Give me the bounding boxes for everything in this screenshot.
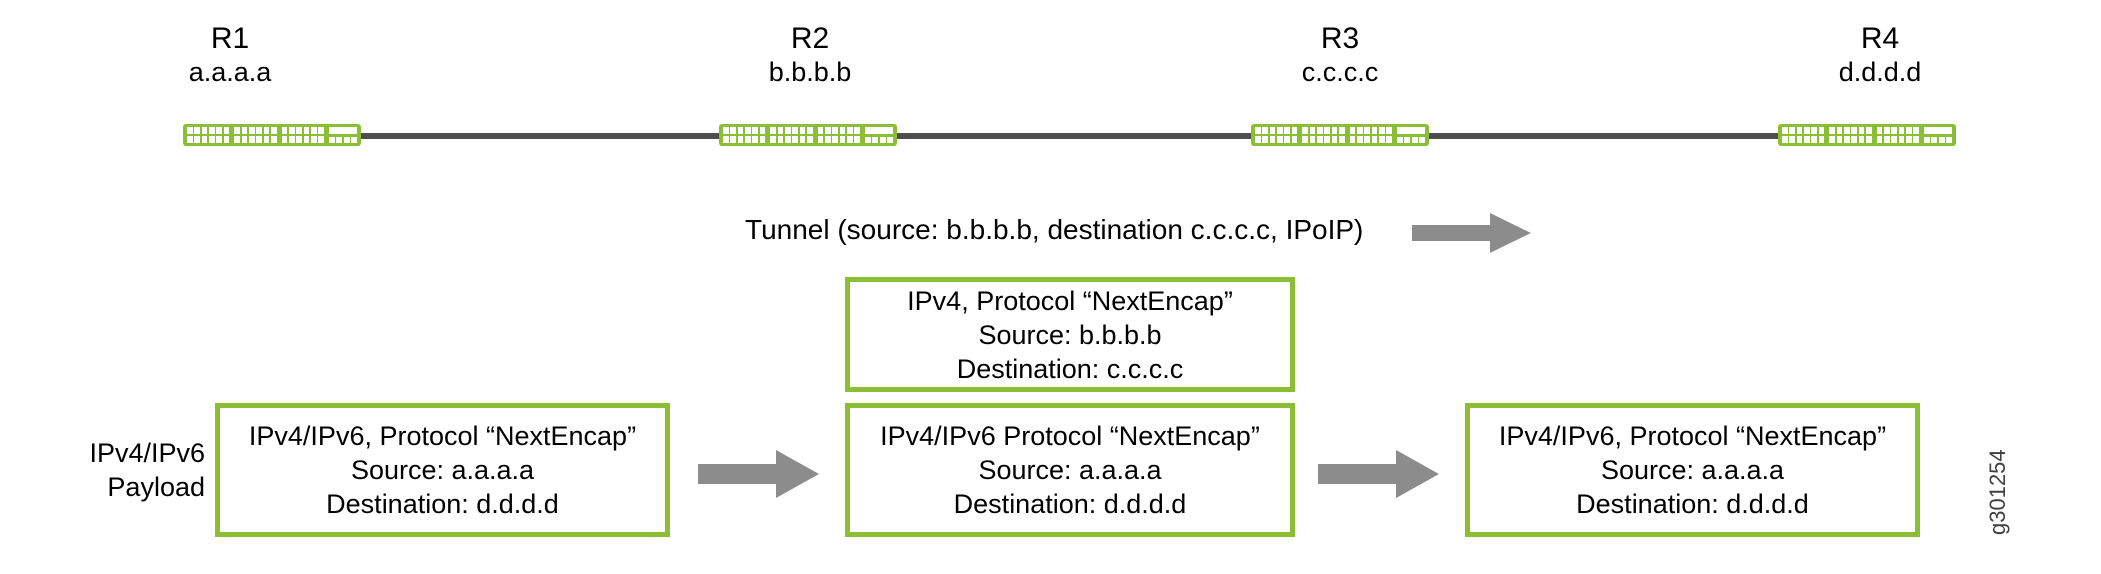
router-port-bank xyxy=(1349,127,1392,143)
router-port-bank xyxy=(817,127,860,143)
node-r1-address: a.a.a.a xyxy=(188,57,272,87)
packet-right-source: Source: a.a.a.a xyxy=(1600,455,1785,485)
router-status-panel xyxy=(1923,127,1952,143)
router-port-bank xyxy=(1302,127,1345,143)
packet-middle-source: Source: a.a.a.a xyxy=(978,455,1162,485)
packet-box-outer-header: IPv4, Protocol “NextEncap” Source: b.b.b… xyxy=(845,277,1295,392)
packet-right-protocol: IPv4/IPv6, Protocol “NextEncap” xyxy=(1498,421,1887,451)
router-status-panel xyxy=(864,127,893,143)
router-port-bank xyxy=(187,127,230,143)
router-port-bank xyxy=(1782,127,1825,143)
node-r1: R1 a.a.a.a xyxy=(140,22,320,88)
router-icon-r3[interactable] xyxy=(1251,124,1429,146)
router-status-panel xyxy=(328,127,357,143)
router-port-bank xyxy=(1829,127,1872,143)
figure-id-watermark: g301254 xyxy=(1985,449,2010,535)
node-r3-name: R3 xyxy=(1320,22,1360,55)
packet-middle-destination: Destination: d.d.d.d xyxy=(953,489,1187,519)
router-icon-r4[interactable] xyxy=(1778,124,1956,146)
router-port-bank xyxy=(281,127,324,143)
packet-box-left: IPv4/IPv6, Protocol “NextEncap” Source: … xyxy=(215,403,670,537)
topology-link-line xyxy=(240,133,1940,139)
packet-box-right: IPv4/IPv6, Protocol “NextEncap” Source: … xyxy=(1465,403,1920,537)
packet-left-protocol: IPv4/IPv6, Protocol “NextEncap” xyxy=(248,421,637,451)
router-port-bank xyxy=(723,127,766,143)
tunnel-label: Tunnel (source: b.b.b.b, destination c.c… xyxy=(745,214,1364,245)
node-r2-name: R2 xyxy=(790,22,830,55)
packet-outer-source: Source: b.b.b.b xyxy=(978,319,1162,350)
node-r2-address: b.b.b.b xyxy=(768,57,852,87)
router-port-bank xyxy=(770,127,813,143)
router-icon-r2[interactable] xyxy=(719,124,897,146)
packet-box-middle: IPv4/IPv6 Protocol “NextEncap” Source: a… xyxy=(845,403,1295,537)
node-r3-address: c.c.c.c xyxy=(1301,57,1379,87)
node-r3: R3 c.c.c.c xyxy=(1250,22,1430,88)
flow-arrow-left-to-middle xyxy=(698,450,819,498)
node-r4: R4 d.d.d.d xyxy=(1790,22,1970,88)
packet-right-destination: Destination: d.d.d.d xyxy=(1576,489,1809,519)
router-icon-r1[interactable] xyxy=(183,124,361,146)
packet-middle-protocol: IPv4/IPv6 Protocol “NextEncap” xyxy=(880,421,1260,451)
node-r1-name: R1 xyxy=(210,22,250,55)
flow-arrow-middle-to-right xyxy=(1318,450,1439,498)
node-r4-address: d.d.d.d xyxy=(1838,57,1922,87)
tunnel-direction-arrow xyxy=(1412,213,1531,253)
packet-outer-protocol: IPv4, Protocol “NextEncap” xyxy=(907,285,1233,316)
router-port-bank xyxy=(234,127,277,143)
node-r4-name: R4 xyxy=(1860,22,1900,55)
router-port-bank xyxy=(1255,127,1298,143)
packet-left-destination: Destination: d.d.d.d xyxy=(326,489,559,519)
packet-outer-destination: Destination: c.c.c.c xyxy=(956,353,1184,384)
payload-label-line1: IPv4/IPv6 xyxy=(89,438,205,468)
node-r2: R2 b.b.b.b xyxy=(720,22,900,88)
packet-left-source: Source: a.a.a.a xyxy=(350,455,535,485)
router-status-panel xyxy=(1396,127,1425,143)
payload-label-line2: Payload xyxy=(107,472,205,502)
router-port-bank xyxy=(1876,127,1919,143)
payload-label: IPv4/IPv6 Payload xyxy=(30,436,205,504)
